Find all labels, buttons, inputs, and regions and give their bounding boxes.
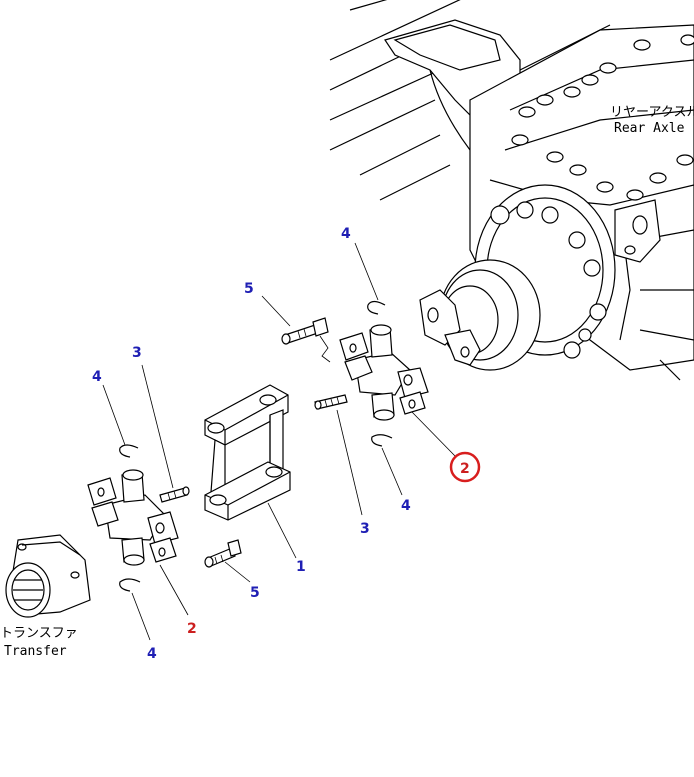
- transfer-label-en: Transfer: [4, 644, 67, 659]
- highlight-circle: [449, 451, 481, 483]
- lower-bolt: [204, 539, 242, 568]
- upper-universal-joint: [339, 324, 429, 421]
- part-number-2-highlighted[interactable]: 2: [460, 461, 470, 477]
- part-number-5-lower[interactable]: 5: [250, 585, 260, 601]
- part-numbers: 4 5 3 4 3 4 1 5 2 4 2: [92, 226, 481, 662]
- left-upper-snap-ring: [119, 444, 139, 458]
- rear-axle-housing: [329, 0, 694, 381]
- rear-axle-label-en: Rear Axle: [614, 121, 685, 136]
- transfer-flange: [5, 534, 91, 618]
- center-support-bracket: [204, 384, 291, 521]
- flange-bolts: [490, 201, 607, 359]
- part-number-4-left[interactable]: 4: [92, 369, 102, 385]
- housing-bolts: [511, 34, 694, 201]
- leader-lines: [102, 242, 457, 641]
- lower-universal-joint: [87, 469, 179, 566]
- part-number-2-lower[interactable]: 2: [187, 621, 197, 637]
- transfer-label-jp: トランスファ: [0, 626, 78, 641]
- part-number-3-center[interactable]: 3: [360, 521, 370, 537]
- part-number-1[interactable]: 1: [296, 559, 306, 575]
- left-lower-snap-ring: [119, 578, 141, 592]
- part-number-4-top[interactable]: 4: [341, 226, 351, 242]
- middle-snap-ring: [371, 434, 393, 447]
- upper-bolt: [281, 317, 329, 345]
- upper-grease-fitting: [314, 394, 348, 410]
- part-number-4-bottom[interactable]: 4: [147, 646, 157, 662]
- part-number-3-left[interactable]: 3: [132, 345, 142, 361]
- part-number-5-upper[interactable]: 5: [244, 281, 254, 297]
- upper-snap-ring: [367, 300, 386, 315]
- lower-grease-fitting: [159, 486, 190, 503]
- rear-axle-label-jp: リヤーアクスル: [610, 105, 694, 120]
- part-number-4-center[interactable]: 4: [401, 498, 411, 514]
